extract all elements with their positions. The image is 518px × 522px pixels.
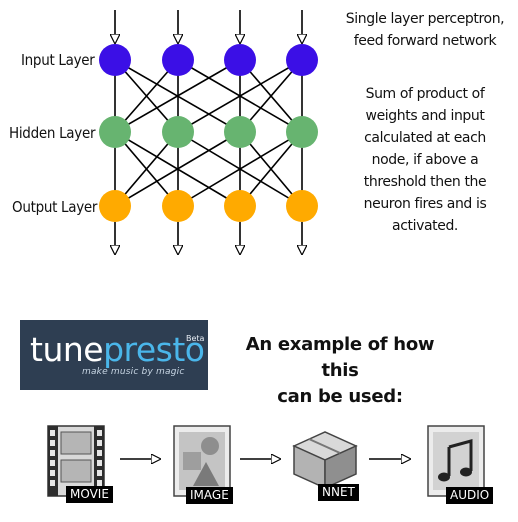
- layer-label-hidden: Hidden Layer: [9, 124, 96, 142]
- logo-beta-badge: Beta: [186, 334, 205, 343]
- pipeline-caption-movie: MOVIE: [66, 486, 113, 503]
- logo-word-presto: presto: [103, 330, 205, 369]
- example-heading-line: can be used:: [277, 386, 403, 407]
- connection-edge: [239, 131, 303, 207]
- perceptron-title: Single layer perceptron, feed forward ne…: [336, 8, 514, 52]
- description-line: weights and input: [365, 108, 485, 124]
- example-heading: An example of how this can be used:: [228, 332, 452, 410]
- connection-edge: [114, 131, 179, 207]
- hidden-node: [162, 116, 194, 148]
- example-heading-line: An example of how this: [245, 334, 435, 381]
- input-node: [99, 44, 131, 76]
- hidden-node: [224, 116, 256, 148]
- output-node: [224, 190, 256, 222]
- description-line: threshold then the: [363, 174, 487, 190]
- description-line: activated.: [392, 218, 458, 234]
- perceptron-description: Sum of product of weights and input calc…: [340, 83, 510, 237]
- pipeline-caption-nnet: NNET: [318, 484, 359, 501]
- output-node: [162, 190, 194, 222]
- output-node: [286, 190, 318, 222]
- description-line: node, if above a: [371, 152, 479, 168]
- pipeline-caption-image: IMAGE: [186, 487, 233, 504]
- input-node: [162, 44, 194, 76]
- layer-label-output: Output Layer: [12, 198, 98, 216]
- logo-word-tune: tune: [30, 330, 104, 369]
- description-line: neuron fires and is: [363, 196, 487, 212]
- input-node: [286, 44, 318, 76]
- tunepresto-logo: tunepresto Beta make music by magic: [20, 320, 208, 390]
- pipeline-caption-audio: AUDIO: [446, 487, 494, 504]
- description-line: Sum of product of: [365, 86, 485, 102]
- input-node: [224, 44, 256, 76]
- hidden-node: [99, 116, 131, 148]
- description-line: calculated at each: [364, 130, 486, 146]
- layer-label-input: Input Layer: [21, 51, 95, 69]
- output-node: [99, 190, 131, 222]
- hidden-node: [286, 116, 318, 148]
- title-line: feed forward network: [353, 33, 497, 49]
- logo-wordmark: tunepresto: [30, 330, 205, 370]
- title-line: Single layer perceptron,: [345, 11, 505, 27]
- logo-tagline: make music by magic: [82, 367, 185, 377]
